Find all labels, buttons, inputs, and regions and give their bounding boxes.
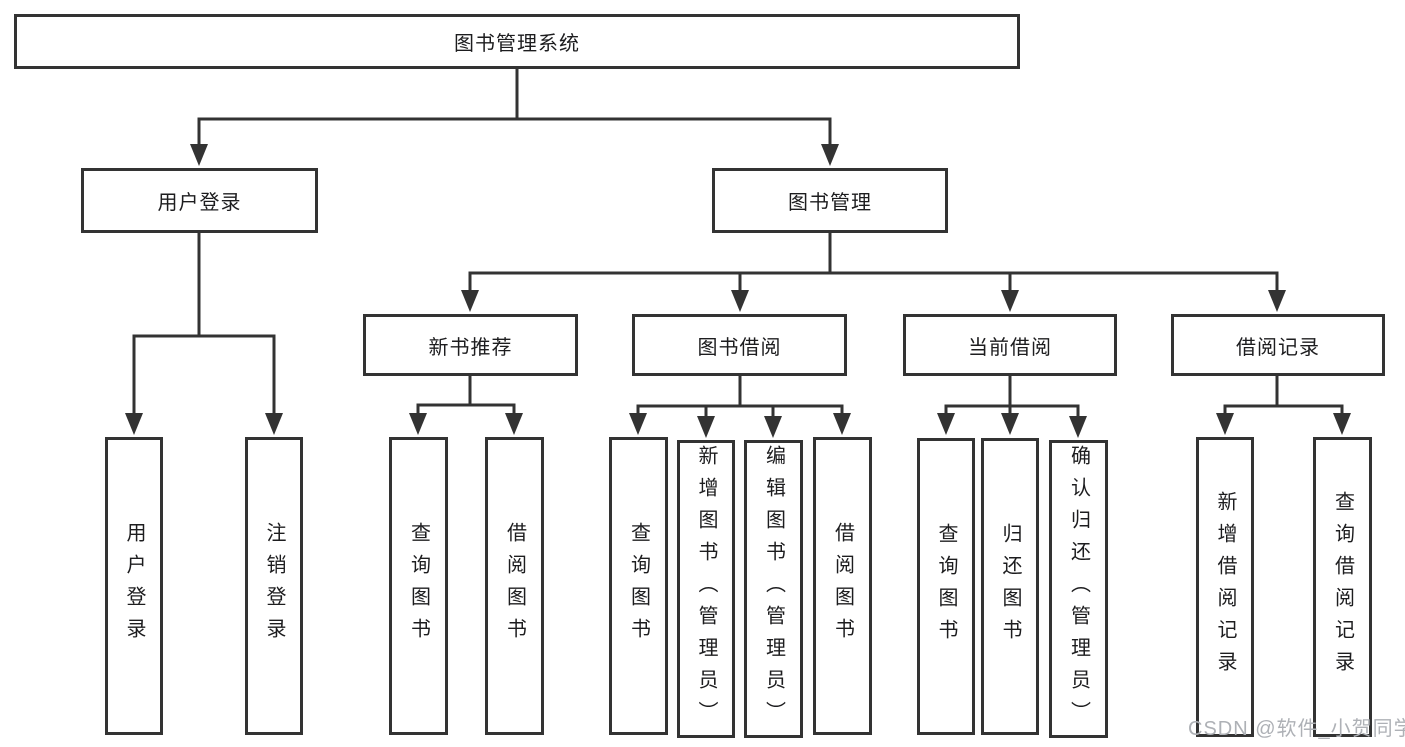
leaf-query-books-recommend: 查询图书 — [389, 437, 448, 735]
leaf-logout: 注销登录 — [245, 437, 303, 735]
node-book-borrowing: 图书借阅 — [632, 314, 847, 376]
leaf-return-books: 归还图书 — [981, 438, 1039, 735]
leaf-user-login: 用户登录 — [105, 437, 163, 735]
node-borrowing-records: 借阅记录 — [1171, 314, 1385, 376]
arrowheads — [125, 144, 1351, 438]
node-root: 图书管理系统 — [14, 14, 1020, 69]
node-user-login: 用户登录 — [81, 168, 318, 233]
node-book-management: 图书管理 — [712, 168, 948, 233]
leaf-query-books-borrowing: 查询图书 — [609, 437, 668, 735]
leaf-query-borrow-record: 查询借阅记录 — [1313, 437, 1372, 737]
leaf-add-book-admin: 新增图书（管理员） — [677, 440, 735, 738]
leaf-add-borrow-record: 新增借阅记录 — [1196, 437, 1254, 737]
leaf-borrow-books-borrowing: 借阅图书 — [813, 437, 872, 735]
leaf-query-books-current: 查询图书 — [917, 438, 975, 735]
leaf-borrow-books-recommend: 借阅图书 — [485, 437, 544, 735]
leaf-confirm-return-admin: 确认归还（管理员） — [1049, 440, 1108, 738]
node-new-book-recommend: 新书推荐 — [363, 314, 578, 376]
leaf-edit-book-admin: 编辑图书（管理员） — [744, 440, 803, 738]
node-current-borrowing: 当前借阅 — [903, 314, 1117, 376]
watermark-text: CSDN @软件_小贺同学 — [1188, 718, 1405, 740]
